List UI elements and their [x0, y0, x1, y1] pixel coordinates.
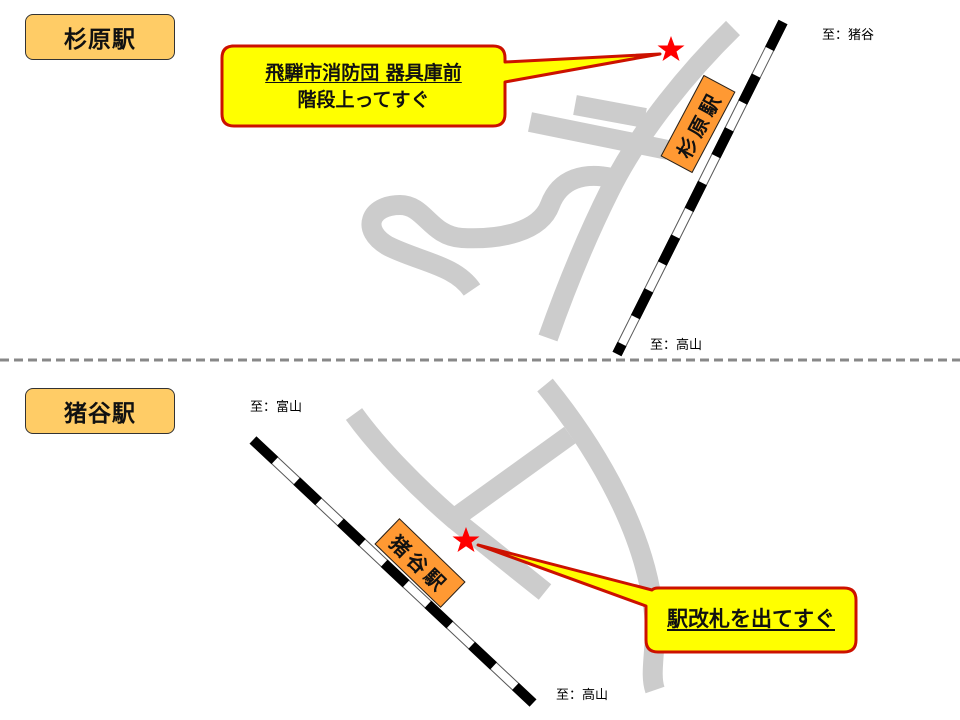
top-callout-shape	[220, 44, 662, 128]
top-callout-line1: 飛騨市消防団 器具庫前	[265, 62, 462, 84]
bottom-section-title-text: 猪谷駅	[64, 401, 136, 427]
top-roads	[361, 20, 740, 342]
bottom-callout: 駅改札を出てすぐ	[646, 605, 856, 633]
top-branch-upper	[528, 112, 670, 160]
top-section-title: 杉原駅	[25, 14, 175, 60]
top-section-title-text: 杉原駅	[64, 27, 136, 53]
bottom-connector-road	[446, 426, 576, 529]
top-direction-south: 至：高山	[650, 338, 703, 353]
bottom-direction-north: 至：富山	[250, 400, 303, 415]
bottom-section-title: 猪谷駅	[25, 388, 175, 434]
top-direction-north: 至：猪谷	[822, 28, 875, 43]
top-callout-line2: 階段上ってすぐ	[297, 89, 430, 111]
bottom-right-road	[537, 378, 665, 694]
top-star-icon	[657, 36, 685, 61]
bottom-star-icon	[452, 527, 480, 552]
top-winding-road	[361, 165, 615, 297]
top-branch-lower	[573, 95, 647, 128]
bottom-callout-line1: 駅改札を出てすぐ	[667, 607, 835, 631]
bottom-railway	[249, 436, 537, 707]
top-callout: 飛騨市消防団 器具庫前 階段上ってすぐ	[222, 60, 505, 114]
bottom-callout-shape	[476, 543, 858, 654]
bottom-roads	[345, 378, 665, 694]
top-railway	[612, 19, 788, 357]
bottom-direction-south: 至：高山	[556, 688, 609, 703]
top-main-road	[538, 20, 740, 342]
